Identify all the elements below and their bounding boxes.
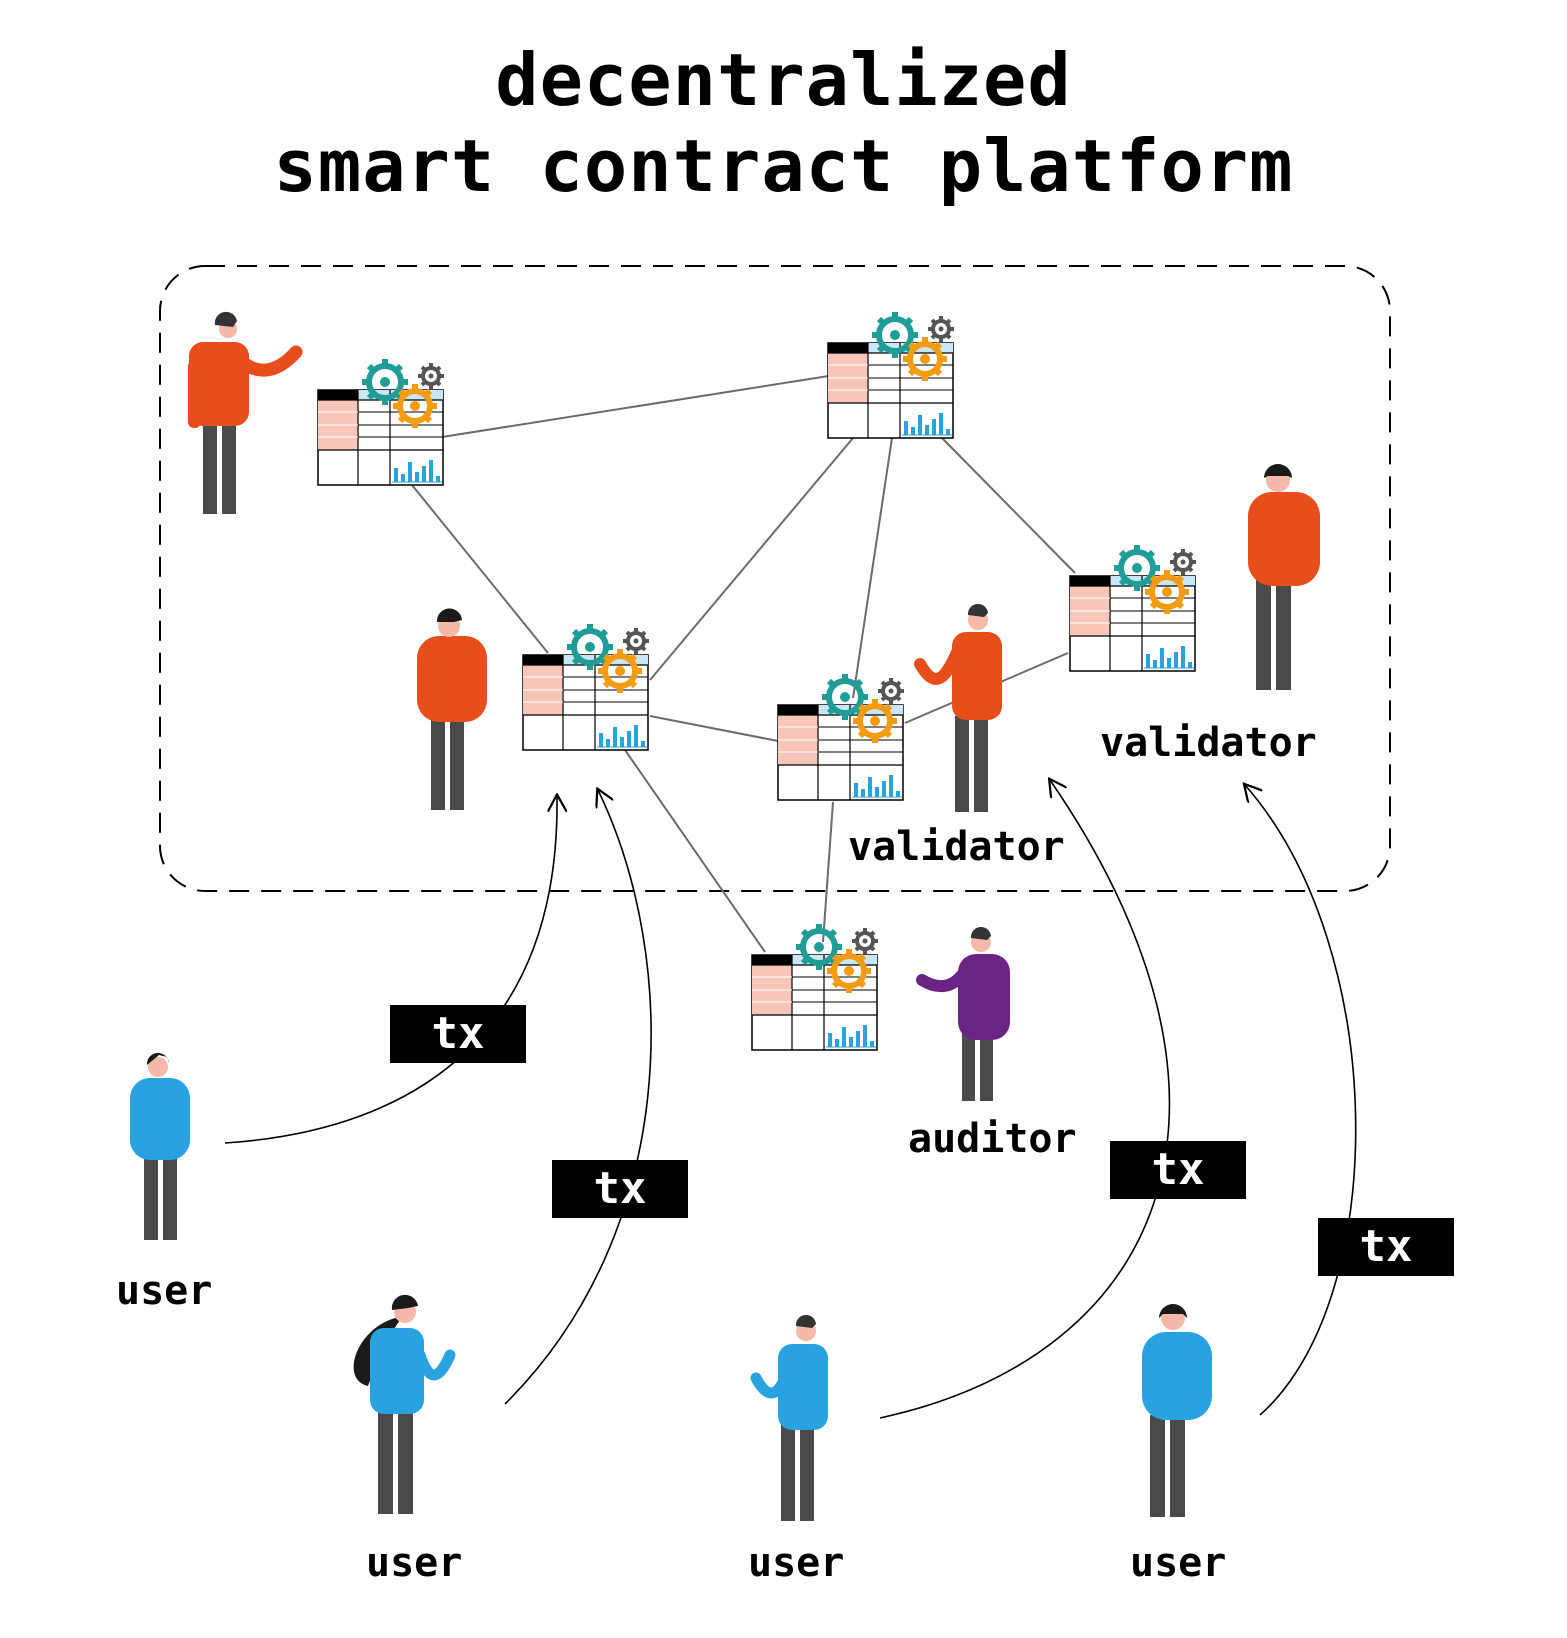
ledger-node-4	[777, 674, 904, 801]
diagram-title-line-1: decentralized	[495, 38, 1072, 122]
user-label: user	[1130, 1540, 1227, 1586]
ledger-node-1	[317, 359, 444, 486]
auditor-label: auditor	[908, 1116, 1077, 1162]
user-label: user	[748, 1540, 845, 1586]
auditor-person	[916, 926, 1010, 1101]
ledger-node-6	[751, 924, 878, 1051]
user-person-1	[130, 1052, 190, 1240]
arrow-icon	[879, 780, 1170, 1419]
user-person-3	[750, 1314, 828, 1521]
tx-badge: tx	[1110, 1141, 1246, 1199]
validator-label: validator	[1100, 720, 1317, 766]
diagram-title-line-2: smart contract platform	[273, 124, 1294, 208]
validator-person-1	[188, 311, 303, 514]
user-person-4	[1142, 1304, 1212, 1517]
validator-label: validator	[848, 824, 1065, 870]
user-person-2	[353, 1294, 456, 1514]
tx-badge: tx	[552, 1160, 688, 1218]
network-boundary	[159, 265, 1391, 892]
user-label: user	[116, 1268, 213, 1314]
validator-person-4	[1248, 464, 1320, 690]
ledger-node-5	[1069, 545, 1196, 672]
link-2-5	[941, 437, 1076, 574]
arrow-icon	[1245, 785, 1357, 1416]
link-3-6	[624, 749, 766, 953]
ledger-node-2	[827, 312, 954, 439]
user-label: user	[366, 1540, 463, 1586]
link-4-6	[822, 801, 834, 943]
arrow-icon	[504, 790, 652, 1405]
link-2-4	[852, 437, 893, 699]
link-1-2	[441, 374, 836, 438]
validator-person-2	[417, 608, 487, 810]
link-1-3	[411, 484, 549, 654]
tx-badge: tx	[1318, 1218, 1454, 1276]
link-2-3	[649, 437, 854, 681]
link-3-4	[649, 715, 779, 742]
ledger-node-3	[522, 624, 649, 751]
tx-badge: tx	[390, 1005, 526, 1063]
validator-person-3	[914, 603, 1002, 812]
arrow-icon	[224, 796, 557, 1144]
